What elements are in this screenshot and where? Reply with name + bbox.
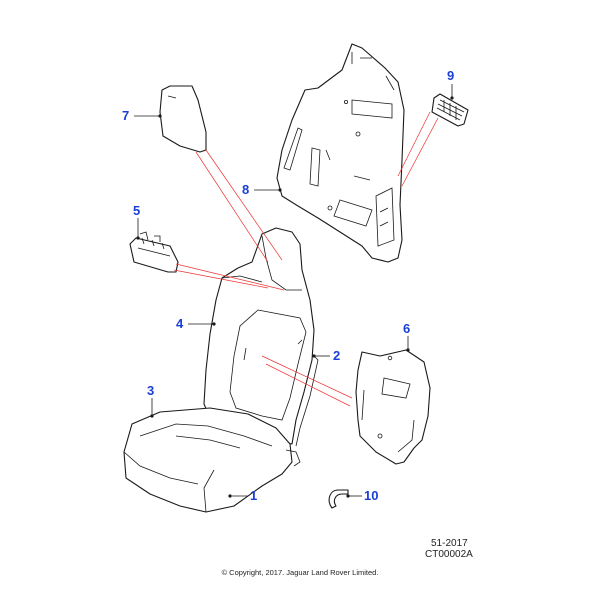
seat-assembly-part [123, 227, 319, 513]
clip-part [328, 489, 349, 509]
leader-lines [134, 84, 454, 498]
callout-8: 8 [242, 182, 249, 197]
callout-7: 7 [122, 108, 129, 123]
rear-panel-part [355, 349, 431, 465]
handle-trim-part [129, 231, 179, 273]
callout-1: 1 [250, 488, 257, 503]
callout-6: 6 [403, 321, 410, 336]
headrest-pad-part [159, 85, 207, 153]
callout-labels: 7 9 8 5 4 2 6 3 1 10 [122, 68, 454, 503]
date-code: 51-2017 [431, 538, 468, 549]
figure-code: CT00002A [425, 549, 473, 560]
callout-2: 2 [333, 348, 340, 363]
bracket-part [431, 93, 469, 127]
callout-9: 9 [447, 68, 454, 83]
seat-back-frame-part [276, 43, 405, 263]
association-lines [173, 111, 439, 407]
copyright-notice: © Copyright, 2017. Jaguar Land Rover Lim… [222, 568, 379, 577]
callout-4: 4 [176, 316, 184, 331]
callout-5: 5 [133, 203, 140, 218]
callout-3: 3 [147, 383, 154, 398]
callout-10: 10 [364, 488, 378, 503]
